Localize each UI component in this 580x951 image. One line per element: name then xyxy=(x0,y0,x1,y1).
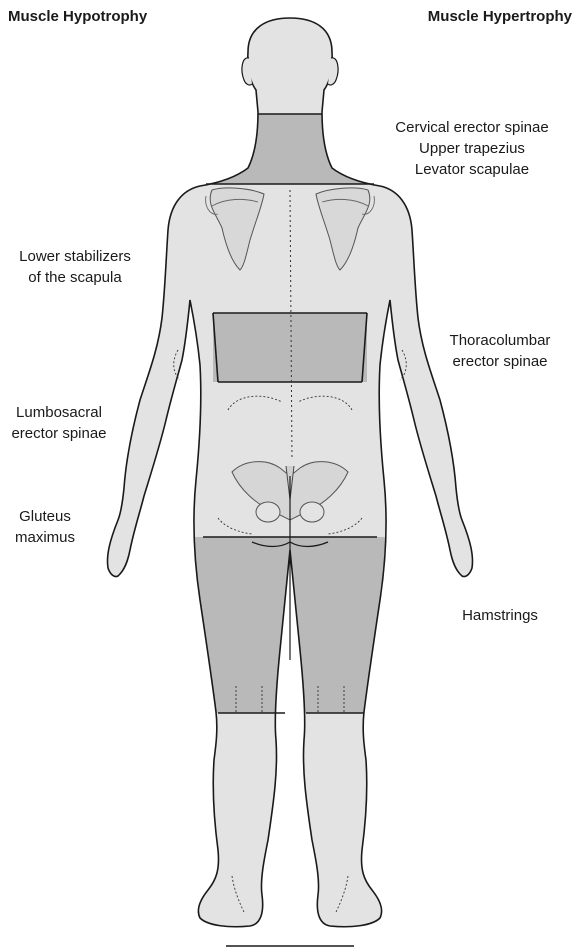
thoracolumbar-line-1: Thoracolumbar xyxy=(425,330,575,351)
hamstrings-label: Hamstrings xyxy=(440,605,560,626)
cervical-line-3: Levator scapulae xyxy=(364,159,580,180)
lumbosacral-line-2: erector spinae xyxy=(0,423,118,444)
lower-stabilizers-label: Lower stabilizers of the scapula xyxy=(0,246,150,288)
thoracolumbar-line-2: erector spinae xyxy=(425,351,575,372)
gluteus-line-1: Gluteus xyxy=(10,506,80,527)
hamstrings-line-1: Hamstrings xyxy=(440,605,560,626)
hypotrophy-heading: Muscle Hypotrophy xyxy=(8,8,147,25)
lumbosacral-label: Lumbosacral erector spinae xyxy=(0,402,118,444)
right-hip-socket xyxy=(300,502,324,522)
thoracolumbar-region xyxy=(213,313,367,382)
gluteus-line-2: maximus xyxy=(10,527,80,548)
cervical-line-1: Cervical erector spinae xyxy=(364,117,580,138)
gluteus-label: Gluteus maximus xyxy=(10,506,80,548)
thoracolumbar-label: Thoracolumbar erector spinae xyxy=(425,330,575,372)
cervical-line-2: Upper trapezius xyxy=(364,138,580,159)
lower-stabilizers-line-1: Lower stabilizers xyxy=(0,246,150,267)
lumbosacral-line-1: Lumbosacral xyxy=(0,402,118,423)
left-hip-socket xyxy=(256,502,280,522)
hypertrophy-heading: Muscle Hypertrophy xyxy=(428,8,572,25)
cervical-label: Cervical erector spinae Upper trapezius … xyxy=(364,117,580,180)
lower-stabilizers-line-2: of the scapula xyxy=(0,267,150,288)
